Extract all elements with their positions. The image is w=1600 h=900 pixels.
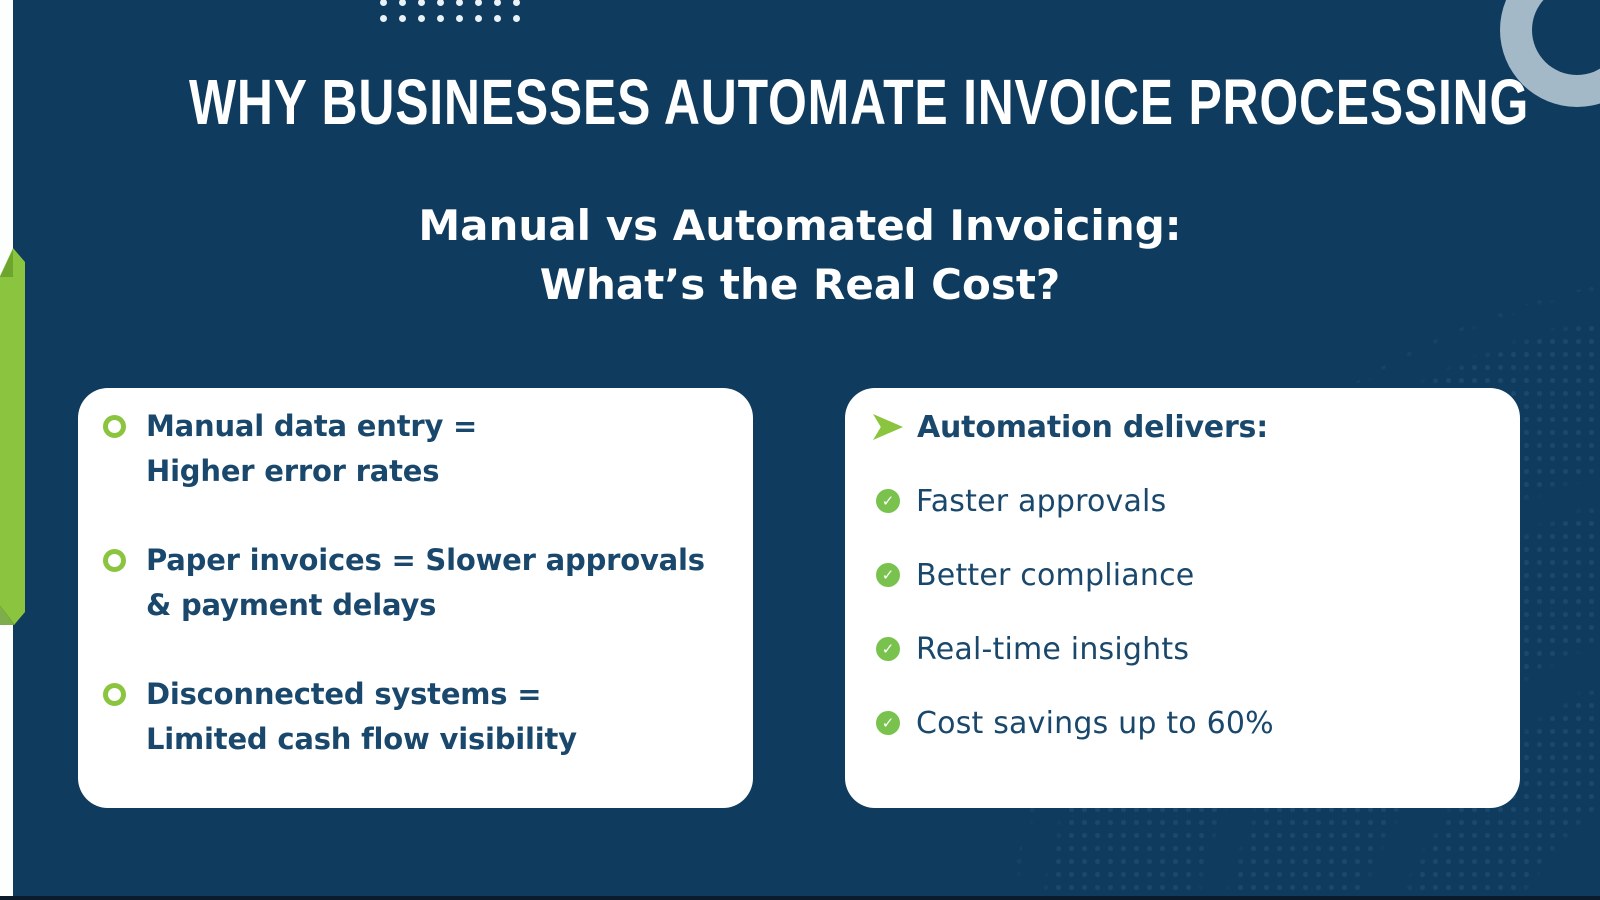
list-item: Disconnected systems = Limited cash flow… <box>103 672 733 762</box>
list-item: ✓ Real-time insights <box>873 626 1500 672</box>
ring-bullet-icon <box>103 683 126 706</box>
arrow-right-icon <box>873 414 903 440</box>
dots-pattern <box>380 0 520 22</box>
subtitle-line-1: Manual vs Automated Invoicing: <box>418 201 1182 250</box>
card-header-row: Automation delivers: <box>873 404 1500 450</box>
list-item: Manual data entry = Higher error rates <box>103 404 733 494</box>
subtitle-line-2: What’s the Real Cost? <box>539 260 1061 309</box>
card-header-text: Automation delivers: <box>917 409 1269 445</box>
list-item: Paper invoices = Slower approvals & paym… <box>103 538 733 628</box>
list-item: ✓ Better compliance <box>873 552 1500 598</box>
list-item-text: Cost savings up to 60% <box>916 705 1274 741</box>
manual-invoicing-card: Manual data entry = Higher error rates P… <box>78 388 753 808</box>
list-item: ✓ Cost savings up to 60% <box>873 700 1500 746</box>
list-item-text: Faster approvals <box>916 483 1167 519</box>
list-item-text: Disconnected systems = Limited cash flow… <box>146 677 577 756</box>
page-title: WHY BUSINESSES AUTOMATE INVOICE PROCESSI… <box>188 66 1530 138</box>
bottom-edge-strip <box>0 896 1600 900</box>
ring-bullet-icon <box>103 549 126 572</box>
check-circle-icon: ✓ <box>876 711 900 735</box>
list-item: ✓ Faster approvals <box>873 478 1500 524</box>
green-ribbon <box>0 248 25 625</box>
list-item-text: Real-time insights <box>916 631 1190 667</box>
check-circle-icon: ✓ <box>876 489 900 513</box>
list-item-text: Better compliance <box>916 557 1195 593</box>
ring-bullet-icon <box>103 415 126 438</box>
page-subtitle: Manual vs Automated Invoicing: What’s th… <box>0 196 1600 314</box>
automation-benefits-card: Automation delivers: ✓ Faster approvals … <box>845 388 1520 808</box>
list-item-text: Paper invoices = Slower approvals & paym… <box>146 543 705 622</box>
check-circle-icon: ✓ <box>876 637 900 661</box>
check-circle-icon: ✓ <box>876 563 900 587</box>
list-item-text: Manual data entry = Higher error rates <box>146 409 478 488</box>
